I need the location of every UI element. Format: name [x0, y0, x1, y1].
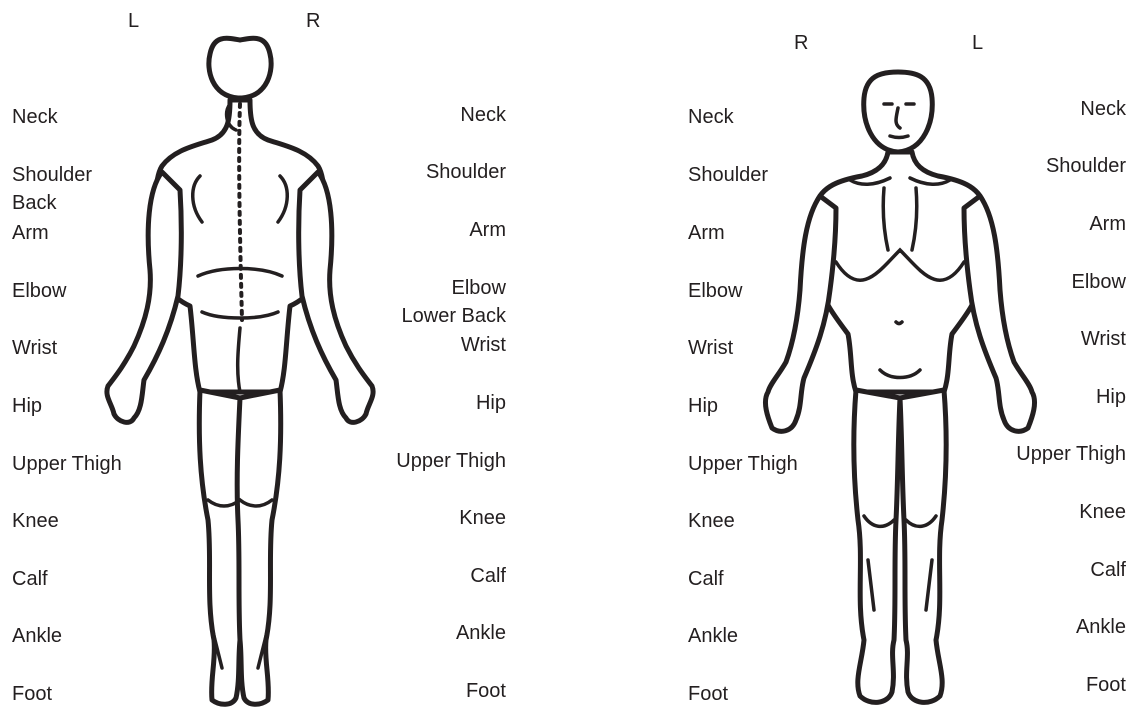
front-left-label-hip[interactable]: Hip	[688, 395, 718, 417]
back-left-label-shoulder[interactable]: Shoulder	[12, 164, 92, 186]
back-right-label-elbow[interactable]: Elbow	[452, 277, 506, 299]
back-left-label-ankle[interactable]: Ankle	[12, 625, 62, 647]
front-body-outline	[765, 72, 1034, 702]
front-right-label-knee[interactable]: Knee	[1079, 501, 1126, 523]
front-right-arm[interactable]	[765, 196, 836, 431]
front-right-leg[interactable]	[854, 390, 900, 702]
back-body-figure	[90, 0, 410, 708]
front-right-label-hip[interactable]: Hip	[1096, 386, 1126, 408]
front-right-label-elbow[interactable]: Elbow	[1072, 271, 1126, 293]
front-left-leg[interactable]	[900, 390, 946, 702]
front-right-label-foot[interactable]: Foot	[1086, 674, 1126, 696]
back-right-label-shoulder[interactable]: Shoulder	[426, 161, 506, 183]
back-left-label-back[interactable]: Back	[12, 192, 56, 214]
back-right-label-neck[interactable]: Neck	[460, 104, 506, 126]
front-right-label-arm[interactable]: Arm	[1089, 213, 1126, 235]
back-left-label-knee[interactable]: Knee	[12, 510, 59, 532]
front-left-label-neck[interactable]: Neck	[688, 106, 734, 128]
back-right-label-lower-back[interactable]: Lower Back	[402, 305, 507, 327]
front-left-label-knee[interactable]: Knee	[688, 510, 735, 532]
back-right-label-calf[interactable]: Calf	[470, 565, 506, 587]
back-head[interactable]	[209, 38, 271, 98]
back-right-label-ankle[interactable]: Ankle	[456, 622, 506, 644]
back-left-label-neck[interactable]: Neck	[12, 106, 58, 128]
back-left-label-foot[interactable]: Foot	[12, 683, 52, 705]
front-left-arm[interactable]	[964, 196, 1035, 431]
back-right-label-wrist[interactable]: Wrist	[461, 334, 506, 356]
front-left-label-arm[interactable]: Arm	[688, 222, 725, 244]
front-left-label-calf[interactable]: Calf	[688, 568, 724, 590]
back-right-label-arm[interactable]: Arm	[469, 219, 506, 241]
front-torso[interactable]	[812, 152, 989, 392]
back-right-label-hip[interactable]: Hip	[476, 392, 506, 414]
back-right-label-upper-thigh[interactable]: Upper Thigh	[396, 450, 506, 472]
front-left-label-wrist[interactable]: Wrist	[688, 337, 733, 359]
front-body-figure	[740, 0, 1060, 708]
back-right-label-knee[interactable]: Knee	[459, 507, 506, 529]
front-left-label-ankle[interactable]: Ankle	[688, 625, 738, 647]
front-left-label-elbow[interactable]: Elbow	[688, 280, 742, 302]
back-right-label-foot[interactable]: Foot	[466, 680, 506, 702]
front-right-label-neck[interactable]: Neck	[1080, 98, 1126, 120]
back-left-label-calf[interactable]: Calf	[12, 568, 48, 590]
front-left-label-foot[interactable]: Foot	[688, 683, 728, 705]
front-right-label-ankle[interactable]: Ankle	[1076, 616, 1126, 638]
back-left-label-wrist[interactable]: Wrist	[12, 337, 57, 359]
back-left-label-hip[interactable]: Hip	[12, 395, 42, 417]
front-right-label-calf[interactable]: Calf	[1090, 559, 1126, 581]
front-right-label-wrist[interactable]: Wrist	[1081, 328, 1126, 350]
back-left-label-arm[interactable]: Arm	[12, 222, 49, 244]
back-left-arm[interactable]	[107, 172, 181, 422]
back-left-label-elbow[interactable]: Elbow	[12, 280, 66, 302]
back-right-arm[interactable]	[299, 172, 373, 422]
